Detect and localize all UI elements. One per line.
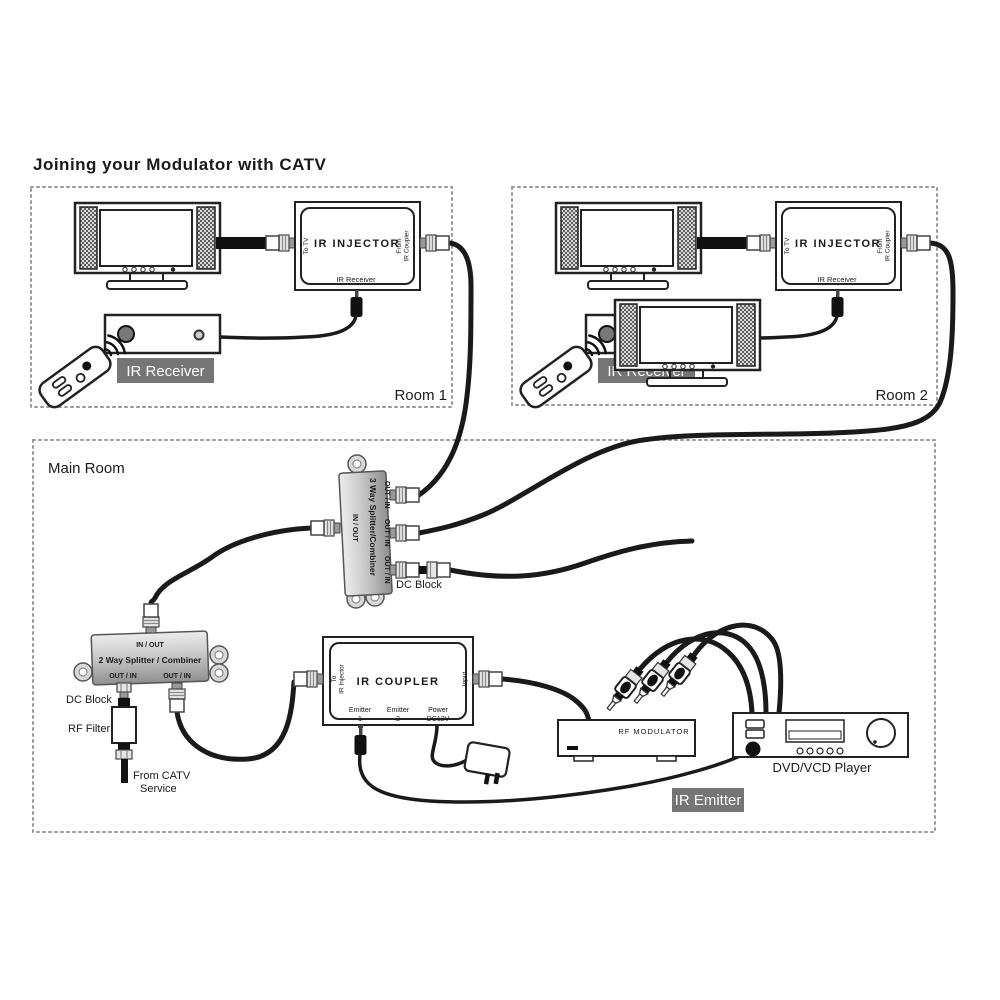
splitter3-name: 3 Way Splitter/Combiner — [368, 478, 378, 577]
coupler-input-label: Input — [462, 672, 469, 687]
ir-emitter-chip: IR Emitter — [672, 788, 744, 812]
rf-modulator-label: RF MODULATOR — [618, 727, 689, 736]
splitter2-name: 2 Way Splitter / Combiner — [99, 655, 202, 665]
modulator-foot — [573, 755, 594, 762]
coax-coupler-to-modulator — [499, 676, 592, 725]
player-button — [836, 747, 844, 755]
from-catv-label-line1: From CATV — [133, 770, 191, 782]
main-room-frame — [32, 439, 936, 833]
splitter3-body — [338, 470, 393, 597]
coax-room1-to-splitter — [416, 240, 474, 498]
power-label-line2: DC12V — [427, 716, 450, 723]
emitter1-label-line1: Emitter — [349, 707, 372, 714]
rca-cable-2 — [664, 630, 769, 716]
power-adapter-icon — [463, 741, 511, 785]
coax-room2-to-splitter — [416, 240, 956, 536]
main-room-label: Main Room — [48, 460, 125, 477]
from-catv-label-line2: Service — [140, 783, 177, 795]
dvd-player-label: DVD/VCD Player — [773, 760, 873, 775]
ir-emitter-chip-label: IR Emitter — [675, 792, 742, 809]
rf-modulator: RF MODULATOR — [557, 719, 696, 762]
coupler-title: IR COUPLER — [357, 676, 440, 688]
rca-cable-1 — [637, 636, 755, 716]
rf-filter-body — [111, 706, 137, 744]
splitter2-out-port-label: OUT / IN — [163, 673, 191, 680]
dc-block-label: DC Block — [66, 694, 112, 706]
splitter2-out-port-label: OUT / IN — [109, 673, 137, 680]
page-title: Joining your Modulator with CATV — [33, 155, 326, 174]
room1-frame — [30, 186, 453, 408]
splitter3-in-port-label: IN / OUT — [351, 514, 358, 542]
rf-filter-label: RF Filter — [68, 723, 111, 735]
room2-frame — [511, 186, 938, 406]
coax-splitter3-to-splitter2 — [148, 525, 314, 607]
emitter2-label-line2: 2 — [396, 716, 400, 723]
player-button — [826, 747, 834, 755]
ir-coupler: To IR Injector IR COUPLER Input Emitter … — [293, 636, 503, 755]
player-button — [806, 747, 814, 755]
power-label-line1: Power — [428, 707, 449, 714]
player-button — [816, 747, 824, 755]
player-button — [796, 747, 804, 755]
splitter2-in-port-label: IN / OUT — [136, 642, 164, 649]
rca-cable-3 — [691, 622, 784, 716]
room2-label: Room 2 — [875, 387, 928, 404]
modulator-switch — [567, 746, 578, 750]
room1-label: Room 1 — [394, 387, 447, 404]
coax-splitter-to-main-tv — [447, 538, 695, 579]
catv-drop-cable — [121, 759, 128, 783]
emitter2-label-line1: Emitter — [387, 707, 410, 714]
coupler-to-injector-label-line1: To — [331, 675, 338, 682]
player-knob — [866, 718, 896, 748]
splitter3-out-port-label: OUT / IN — [383, 519, 390, 547]
coax-splitter2-to-coupler — [174, 679, 297, 762]
power-cable — [430, 723, 467, 768]
splitter-2way: IN / OUT 2 Way Splitter / Combiner OUT /… — [66, 603, 229, 795]
ir-emitter-cable — [357, 750, 750, 804]
splitter3-out-port-label: OUT / IN — [383, 556, 390, 584]
dc-block-inline — [118, 698, 130, 707]
coupler-to-injector-label-line2: IR Injector — [339, 663, 346, 693]
ir-emitter-icon — [745, 741, 761, 757]
catv-input-chain — [111, 682, 137, 783]
splitter-3way: 3 Way Splitter/Combiner IN / OUT OUT / I… — [310, 454, 451, 609]
dc-block-inline — [419, 561, 451, 579]
ir-plug-icon — [354, 725, 367, 755]
splitter3-out-port-label: OUT / IN — [383, 481, 390, 509]
dvd-player: DVD/VCD Player — [732, 712, 909, 775]
emitter1-label-line2: 1 — [358, 716, 362, 723]
dc-block-label: DC Block — [396, 579, 442, 591]
modulator-foot — [656, 755, 677, 762]
